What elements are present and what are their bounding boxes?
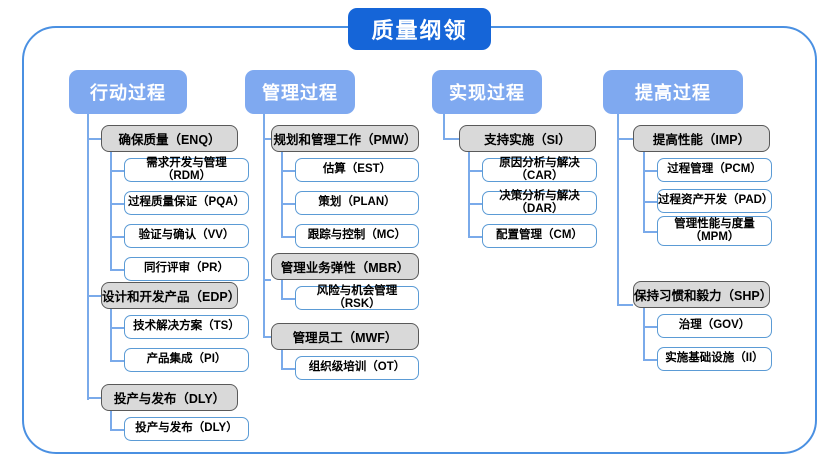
child-trunk-0-2 xyxy=(110,411,112,429)
group-stub-0-0 xyxy=(87,138,101,140)
leaf-box-0-0-3[interactable]: 同行评审（PR） xyxy=(124,257,249,281)
leaf-stub-2-0-0 xyxy=(468,170,482,172)
leaf-box-2-0-1[interactable]: 决策分析与解决（DAR） xyxy=(482,190,597,215)
leaf-box-3-0-2[interactable]: 管理性能与度量 （MPM） xyxy=(657,216,772,246)
group-stub-0-1 xyxy=(87,295,101,297)
leaf-stub-0-0-2 xyxy=(110,236,124,238)
group-box-0-2[interactable]: 投产与发布（DLY） xyxy=(101,384,238,411)
trunk-line-3 xyxy=(617,114,619,304)
leaf-box-0-0-0[interactable]: 需求开发与管理（RDM） xyxy=(124,157,249,182)
leaf-box-2-0-2[interactable]: 配置管理（CM） xyxy=(482,224,597,248)
leaf-stub-2-0-1 xyxy=(468,203,482,205)
group-stub-1-2 xyxy=(263,336,271,338)
child-trunk-3-1 xyxy=(643,308,645,359)
trunk-line-2 xyxy=(443,114,445,138)
group-stub-1-0 xyxy=(263,138,271,140)
leaf-box-3-1-0[interactable]: 治理（GOV） xyxy=(657,314,772,338)
leaf-box-0-2-0[interactable]: 投产与发布（DLY） xyxy=(124,417,249,441)
group-stub-0-2 xyxy=(87,397,101,399)
leaf-stub-1-0-0 xyxy=(281,170,295,172)
leaf-stub-3-1-1 xyxy=(643,359,657,361)
leaf-stub-3-1-0 xyxy=(643,326,657,328)
leaf-box-3-0-0[interactable]: 过程管理（PCM） xyxy=(657,158,772,182)
leaf-stub-1-1-0 xyxy=(281,298,295,300)
column-header-0[interactable]: 行动过程 xyxy=(69,70,187,114)
leaf-stub-0-1-0 xyxy=(110,327,124,329)
leaf-stub-3-0-1 xyxy=(643,201,657,203)
leaf-box-1-0-0[interactable]: 估算（EST） xyxy=(295,158,419,182)
child-trunk-1-1 xyxy=(281,280,283,298)
group-stub-3-0 xyxy=(617,138,633,140)
leaf-box-1-0-2[interactable]: 跟踪与控制（MC） xyxy=(295,224,419,248)
group-stub-3-1 xyxy=(617,304,633,306)
child-trunk-3-0 xyxy=(643,152,645,231)
leaf-box-3-1-1[interactable]: 实施基础设施（II） xyxy=(657,347,772,371)
leaf-box-0-0-2[interactable]: 验证与确认（VV） xyxy=(124,224,249,248)
leaf-box-3-0-1[interactable]: 过程资产开发（PAD） xyxy=(657,189,773,213)
child-trunk-1-2 xyxy=(281,350,283,368)
leaf-stub-0-0-0 xyxy=(110,170,124,172)
child-trunk-0-0 xyxy=(110,152,112,269)
group-box-1-1[interactable]: 管理业务弹性（MBR） xyxy=(271,253,419,280)
group-box-3-0[interactable]: 提高性能（IMP） xyxy=(633,125,770,152)
leaf-stub-3-0-0 xyxy=(643,170,657,172)
leaf-box-0-0-1[interactable]: 过程质量保证（PQA） xyxy=(124,191,249,215)
group-box-0-1[interactable]: 设计和开发产品（EDP） xyxy=(101,282,240,309)
leaf-stub-0-2-0 xyxy=(110,429,124,431)
leaf-stub-0-0-1 xyxy=(110,203,124,205)
child-trunk-2-0 xyxy=(468,152,470,236)
column-header-1[interactable]: 管理过程 xyxy=(245,70,355,114)
leaf-box-0-1-0[interactable]: 技术解决方案（TS） xyxy=(124,315,249,339)
leaf-box-2-0-0[interactable]: 原因分析与解决（CAR） xyxy=(482,157,597,182)
child-trunk-0-1 xyxy=(110,309,112,360)
group-box-0-0[interactable]: 确保质量（ENQ） xyxy=(101,125,238,152)
leaf-stub-2-0-2 xyxy=(468,236,482,238)
leaf-box-1-0-1[interactable]: 策划（PLAN） xyxy=(295,191,419,215)
leaf-stub-1-0-1 xyxy=(281,203,295,205)
leaf-stub-1-2-0 xyxy=(281,368,295,370)
leaf-stub-1-0-2 xyxy=(281,236,295,238)
column-header-2[interactable]: 实现过程 xyxy=(432,70,542,114)
group-box-3-1[interactable]: 保持习惯和毅力（SHP） xyxy=(633,281,772,308)
group-box-1-2[interactable]: 管理员工（MWF） xyxy=(271,323,419,350)
leaf-box-1-1-0[interactable]: 风险与机会管理（RSK） xyxy=(295,285,419,310)
group-box-1-0[interactable]: 规划和管理工作（PMW） xyxy=(271,125,419,152)
group-stub-1-1 xyxy=(263,279,271,281)
leaf-stub-0-1-1 xyxy=(110,360,124,362)
leaf-stub-0-0-3 xyxy=(110,269,124,271)
group-stub-2-0 xyxy=(443,138,459,140)
leaf-box-1-2-0[interactable]: 组织级培训（OT） xyxy=(295,356,419,380)
root-title: 质量纲领 xyxy=(348,8,491,50)
trunk-line-0 xyxy=(87,114,89,400)
trunk-line-1 xyxy=(263,114,265,336)
leaf-box-0-1-1[interactable]: 产品集成（PI） xyxy=(124,348,249,372)
leaf-stub-3-0-2 xyxy=(643,231,657,233)
column-header-3[interactable]: 提高过程 xyxy=(603,70,743,114)
child-trunk-1-0 xyxy=(281,152,283,236)
group-box-2-0[interactable]: 支持实施（SI） xyxy=(459,125,596,152)
